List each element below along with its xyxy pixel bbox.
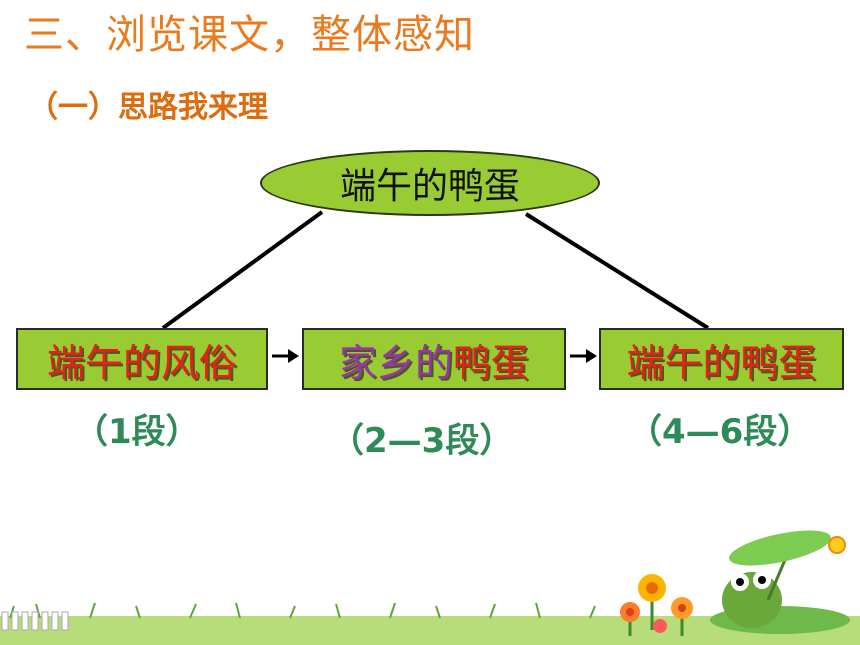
node-box-3: 端午的鸭蛋: [599, 328, 844, 390]
node-1-range: （1段）: [74, 412, 200, 452]
node-2-range: （2—3段）: [330, 421, 514, 461]
node-2-label-part-1: 家乡的: [338, 340, 453, 385]
frog-on-lotus-leaf-illustration: [0, 530, 860, 645]
node-1-label: 端午的风俗: [46, 340, 237, 385]
connector-line-right: [524, 212, 710, 330]
connector-line-left: [161, 210, 324, 330]
slide-heading: 三、浏览课文，整体感知: [24, 12, 475, 58]
arrow-right-icon: [272, 349, 299, 363]
arrow-right-icon: [570, 349, 597, 363]
node-box-2: 家乡的鸭蛋: [302, 328, 566, 390]
root-node: 端午的鸭蛋: [260, 150, 600, 216]
root-node-label: 端午的鸭蛋: [339, 166, 520, 207]
node-3-range: （4—6段）: [628, 412, 812, 452]
node-2-label-part-2: 鸭蛋: [453, 340, 530, 385]
node-3-label: 端午的鸭蛋: [626, 340, 817, 385]
section-subheading: （一）思路我来理: [28, 90, 268, 125]
node-box-1: 端午的风俗: [16, 328, 268, 390]
